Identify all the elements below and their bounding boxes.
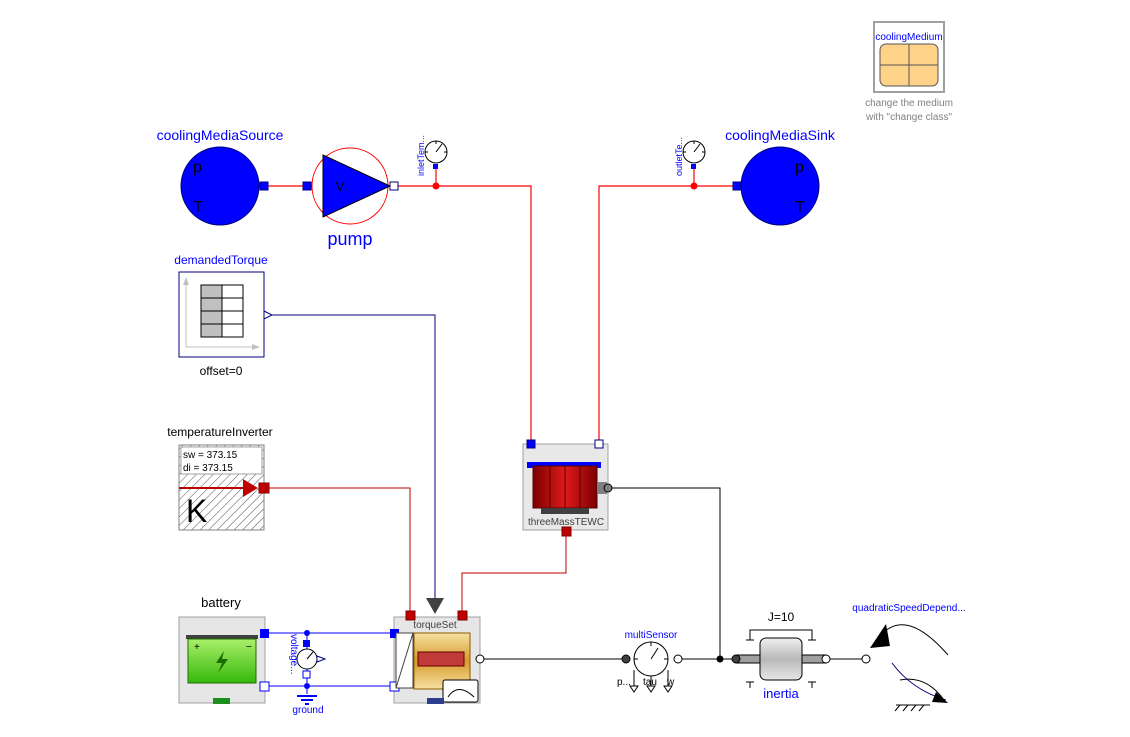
- sensor-output-port-icon[interactable]: [691, 164, 696, 169]
- inverter-di-value: di = 373.15: [183, 463, 233, 474]
- junction-dot: [716, 655, 724, 663]
- three-mass-machine[interactable]: threeMassTEWC: [522, 439, 613, 537]
- fluid-port-icon[interactable]: [302, 181, 312, 191]
- demanded-torque-label: demandedTorque: [174, 253, 268, 267]
- pump-triangle-icon: [322, 154, 392, 218]
- shaft-port-icon[interactable]: [673, 654, 683, 664]
- heat-port-icon[interactable]: [258, 482, 270, 494]
- electric-port-icon[interactable]: [259, 681, 270, 692]
- inertia-label: inertia: [763, 686, 799, 701]
- signal-output-port-icon[interactable]: [263, 310, 274, 320]
- sink-label: coolingMediaSink: [725, 127, 836, 143]
- fluid-port-icon[interactable]: [389, 181, 399, 191]
- inlet-temperature-sensor[interactable]: inletTem...: [416, 135, 448, 176]
- inverter-unit: K: [186, 493, 207, 529]
- shaft-port-icon[interactable]: [475, 654, 485, 664]
- multi-sensor-w-label: w: [666, 677, 675, 688]
- junction-dot: [304, 630, 310, 636]
- demanded-torque-table[interactable]: demandedTorque offset=0: [174, 253, 274, 378]
- torque-arrow-icon: [870, 624, 890, 648]
- load-label: quadraticSpeedDepend...: [852, 603, 965, 614]
- cooling-media-sink[interactable]: coolingMediaSink p T: [725, 127, 836, 226]
- voltage-sensor-label: voltage...: [288, 634, 299, 675]
- pump[interactable]: V pump: [302, 147, 399, 249]
- source-t-label: T: [193, 199, 203, 216]
- outlet-sensor-label: outletTe...: [674, 137, 684, 176]
- heat-machine-torqueset[interactable]: [461, 531, 567, 616]
- temperature-inverter[interactable]: temperatureInverter sw = 373.15 di = 373…: [167, 425, 273, 531]
- shaft-port-icon[interactable]: [861, 654, 871, 664]
- machine-label: threeMassTEWC: [528, 517, 604, 528]
- heat-arrow-icon: [243, 479, 258, 497]
- pump-label: pump: [327, 229, 372, 249]
- torque-set-label: torqueSet: [413, 620, 457, 631]
- electric-port-icon[interactable]: [302, 670, 311, 679]
- pump-symbol: V: [336, 179, 345, 194]
- heat-port-icon[interactable]: [561, 526, 572, 537]
- multi-sensor-label: multiSensor: [625, 630, 678, 641]
- battery[interactable]: battery + −: [178, 595, 270, 704]
- torque-output-icon[interactable]: [646, 685, 656, 693]
- junction-dot: [690, 182, 698, 190]
- shaft-port-icon[interactable]: [731, 654, 741, 664]
- junction-dot: [304, 683, 310, 689]
- fluid-port-icon[interactable]: [732, 181, 742, 191]
- fluid-port-icon[interactable]: [259, 181, 269, 191]
- speed-curve-icon: [447, 689, 475, 698]
- heat-inverter-torqueset[interactable]: [266, 487, 411, 616]
- pipe-outlet-sink[interactable]: [598, 185, 737, 445]
- fluid-port-icon[interactable]: [526, 439, 536, 449]
- source-label: coolingMediaSource: [157, 127, 284, 143]
- multi-sensor[interactable]: multiSensor p... tau w: [617, 630, 683, 693]
- ground-label: ground: [292, 705, 323, 716]
- signal-input-arrow-icon[interactable]: [426, 598, 444, 614]
- sensor-output-port-icon[interactable]: [433, 164, 438, 169]
- multi-sensor-power-label: p...: [617, 677, 631, 688]
- heat-port-icon[interactable]: [457, 610, 468, 621]
- flywheel-icon: [759, 637, 803, 681]
- svg-text:−: −: [246, 642, 252, 653]
- electric-port-icon[interactable]: [390, 629, 399, 638]
- battery-label: battery: [201, 595, 241, 610]
- outlet-temperature-sensor[interactable]: outletTe...: [674, 137, 706, 176]
- demanded-torque-param: offset=0: [200, 364, 243, 378]
- cooling-medium-label: coolingMedium: [875, 32, 942, 43]
- junction-dot: [432, 182, 440, 190]
- inertia[interactable]: J=10 inertia: [731, 610, 831, 701]
- inverter-sw-value: sw = 373.15: [183, 450, 238, 461]
- shaft-machine-inertia[interactable]: [609, 487, 721, 659]
- fluid-port-icon[interactable]: [594, 439, 604, 449]
- ground[interactable]: ground: [292, 695, 324, 716]
- quadratic-speed-dependent-torque[interactable]: quadraticSpeedDepend...: [852, 603, 966, 712]
- sink-t-label: T: [795, 199, 805, 216]
- power-output-icon[interactable]: [629, 685, 639, 693]
- cooling-medium-note-2: with "change class": [865, 112, 952, 123]
- pipe-pump-inlet[interactable]: [397, 185, 532, 445]
- multi-sensor-tau-label: tau: [643, 677, 657, 688]
- shaft-port-icon[interactable]: [821, 654, 831, 664]
- inlet-sensor-label: inletTem...: [416, 135, 426, 176]
- signal-torque[interactable]: [272, 314, 436, 600]
- electric-port-icon[interactable]: [303, 640, 310, 647]
- source-p-label: p: [193, 159, 202, 176]
- speed-output-icon[interactable]: [663, 685, 673, 693]
- inertia-param: J=10: [768, 610, 795, 624]
- torque-set[interactable]: torqueSet: [389, 598, 485, 704]
- lightning-icon: [216, 651, 228, 673]
- temperature-inverter-label: temperatureInverter: [167, 425, 272, 439]
- cooling-medium-block[interactable]: coolingMedium change the medium with "ch…: [865, 21, 953, 123]
- table-grid-icon: [200, 284, 244, 338]
- cooling-medium-note-1: change the medium: [865, 98, 953, 109]
- heat-port-icon[interactable]: [405, 610, 416, 621]
- voltage-sensor[interactable]: voltage...: [288, 634, 327, 679]
- svg-text:+: +: [194, 642, 200, 653]
- electric-port-icon[interactable]: [260, 629, 269, 638]
- cooling-media-source[interactable]: coolingMediaSource p T: [157, 127, 284, 226]
- shaft-port-icon[interactable]: [603, 483, 613, 493]
- sink-p-label: p: [795, 159, 804, 176]
